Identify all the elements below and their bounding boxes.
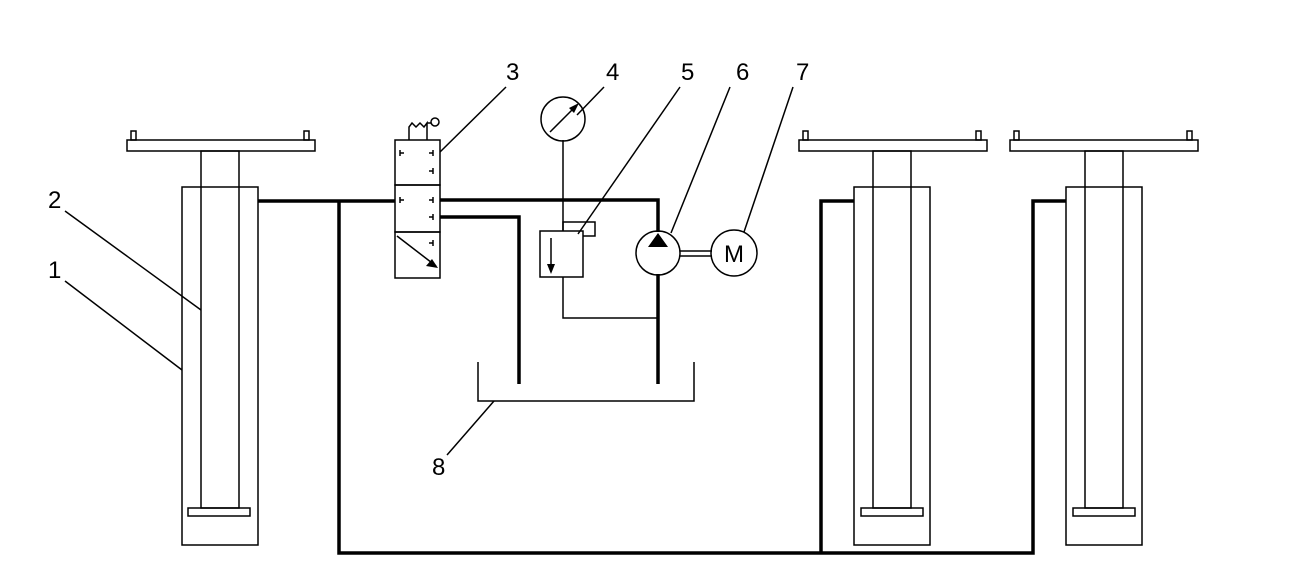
hydraulic-pump bbox=[635, 230, 712, 276]
label-6: 6 bbox=[736, 59, 749, 86]
electric-motor: M bbox=[710, 229, 758, 277]
left-piston-head bbox=[187, 507, 251, 517]
label-4: 4 bbox=[606, 59, 619, 86]
left-cylinder-barrel bbox=[181, 186, 259, 546]
label-7: 7 bbox=[796, 59, 809, 86]
middle-jack bbox=[798, 130, 988, 546]
left-jack bbox=[126, 130, 316, 546]
directional-valve bbox=[394, 117, 441, 279]
leader-lines bbox=[64, 86, 794, 456]
pressure-gauge bbox=[540, 96, 586, 142]
callout-labels: 1 2 3 4 5 6 7 8 bbox=[48, 59, 809, 481]
label-1: 1 bbox=[48, 257, 61, 284]
left-piston-rod bbox=[200, 150, 240, 509]
label-2: 2 bbox=[48, 187, 61, 214]
right-jack bbox=[1009, 130, 1199, 546]
pipe-network bbox=[258, 140, 1066, 555]
label-8: 8 bbox=[432, 454, 445, 481]
motor-symbol: M bbox=[724, 241, 744, 268]
relief-valve bbox=[539, 221, 596, 278]
oil-tank bbox=[477, 362, 695, 402]
label-5: 5 bbox=[681, 59, 694, 86]
label-3: 3 bbox=[506, 59, 519, 86]
